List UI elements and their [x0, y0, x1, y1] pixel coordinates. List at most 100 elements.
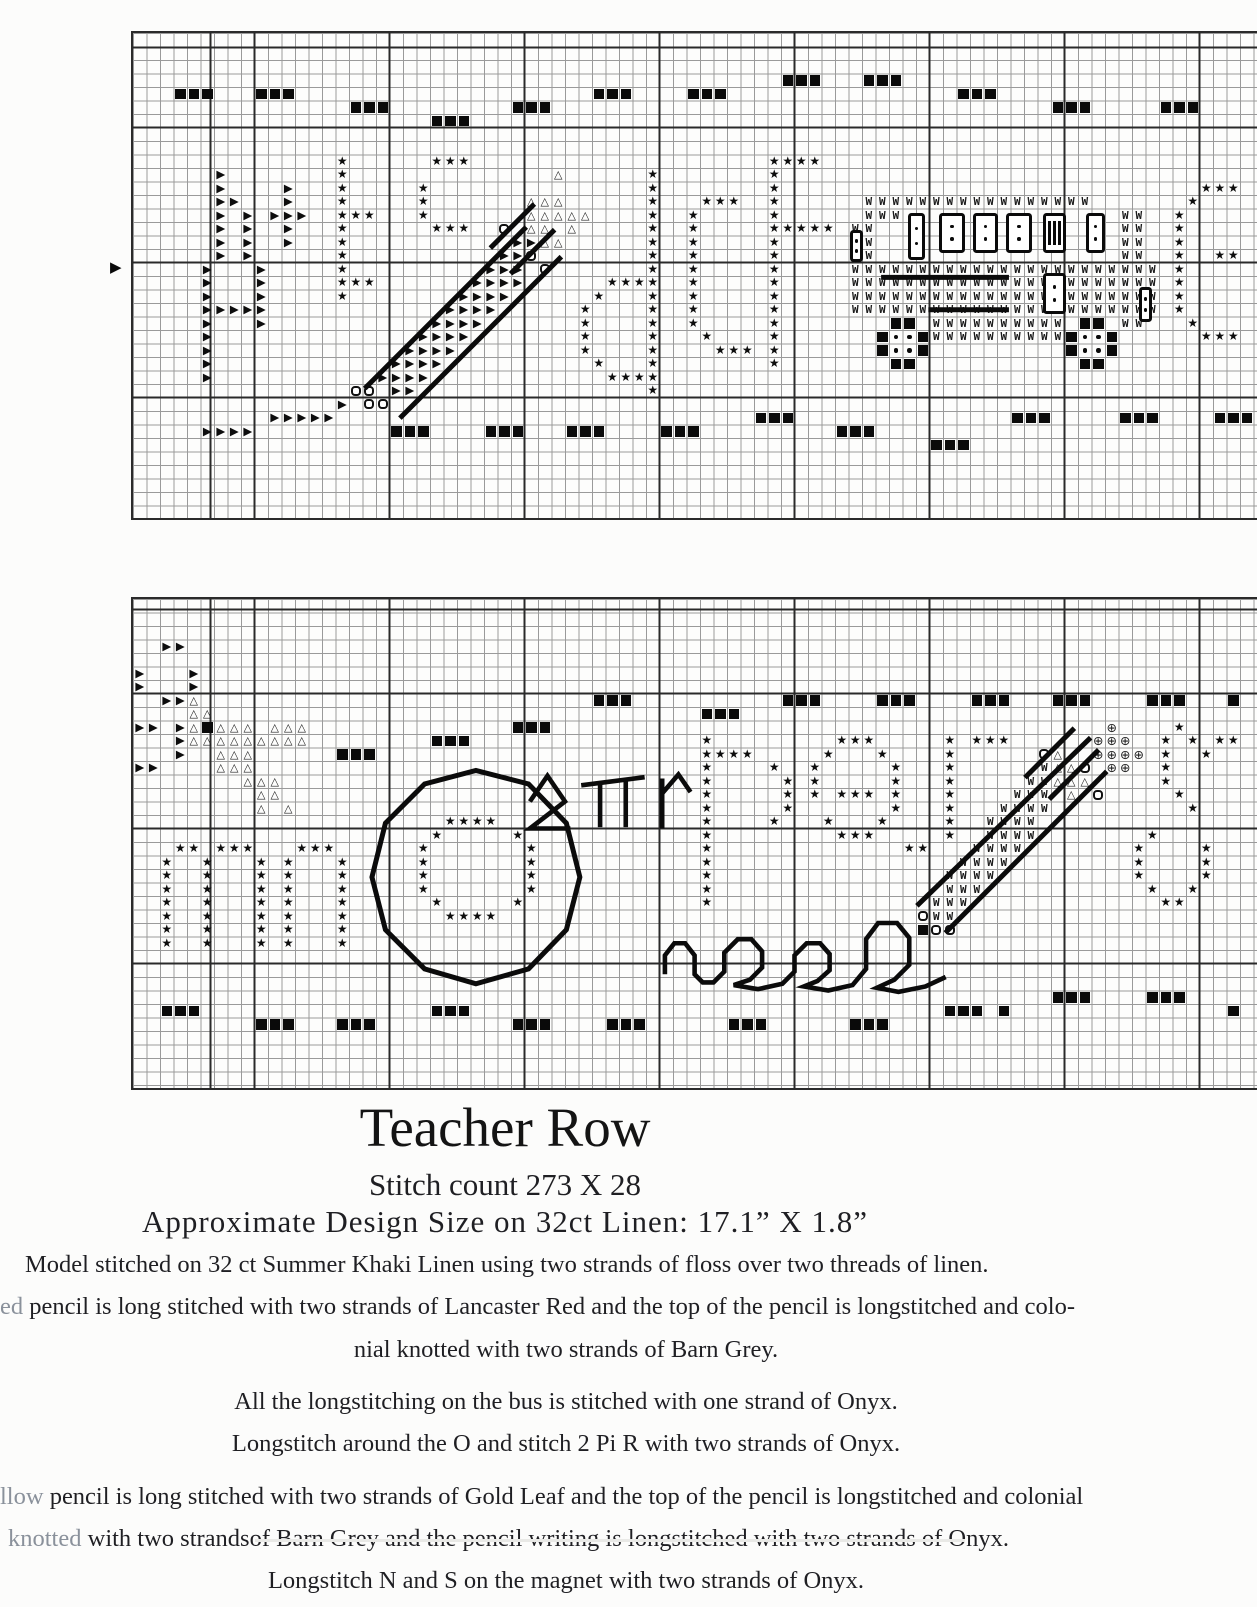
stitch-symbol-W: W: [1121, 289, 1129, 303]
stitch-symbol-tr: ▶: [324, 410, 334, 424]
stitch-symbol-W: W: [1000, 842, 1008, 855]
stitch-symbol-W: W: [959, 882, 967, 896]
stitch-symbol-st: ★: [282, 854, 294, 869]
stitch-symbol-sq: [187, 1004, 201, 1018]
stitch-symbol-sq: [444, 734, 458, 748]
stitch-symbol-tr: ▶: [270, 410, 280, 424]
stitch-symbol-wt: △: [257, 788, 266, 801]
stitch-symbol-tr: ▶: [499, 275, 509, 289]
stitch-symbol-tr: ▶: [432, 342, 442, 357]
stitch-symbol-wt: △: [1067, 774, 1076, 788]
stitch-symbol-sq: [1119, 411, 1133, 425]
stitch-symbol-st: ★: [336, 207, 348, 222]
stitch-symbol-W: W: [1000, 262, 1008, 276]
stitch-symbol-st: ★: [1160, 773, 1172, 788]
stitch-symbol-o: [916, 910, 930, 924]
stitch-symbol-sq: [282, 1018, 296, 1032]
stitch-symbol-st: ★: [282, 895, 294, 909]
bus-window-box: [907, 212, 926, 260]
stitch-symbol-W: W: [1121, 316, 1129, 330]
stitch-symbol-tr: ▶: [175, 638, 185, 653]
stitch-symbol-W: W: [1135, 262, 1143, 276]
stitch-symbol-W: W: [1027, 276, 1035, 289]
stitch-symbol-W: W: [1000, 330, 1008, 343]
stitch-symbol-st: ★: [363, 207, 375, 222]
stitch-symbol-W: W: [851, 289, 859, 303]
stitch-symbol-st: ★: [822, 814, 834, 828]
stitch-symbol-W: W: [1054, 262, 1062, 276]
stitch-symbol-W: W: [919, 289, 927, 303]
stitch-symbol-st: ★: [593, 288, 605, 303]
stitch-symbol-st: ★: [336, 261, 348, 276]
stitch-symbol-st: ★: [768, 207, 780, 222]
stitch-symbol-sq: [336, 1018, 350, 1032]
bus-window-box: [1042, 273, 1066, 314]
stitch-symbol-W: W: [865, 195, 873, 208]
stitch-symbol-W: W: [878, 195, 886, 208]
stitch-symbol-W: W: [865, 235, 873, 249]
stitch-symbol-st: ★: [1200, 329, 1212, 343]
stitch-symbol-W: W: [932, 316, 940, 330]
stitch-symbol-tr: ▶: [472, 302, 482, 316]
stitch-symbol-op: ⊕: [1106, 760, 1117, 775]
stitch-symbol-tr: ▶: [135, 665, 145, 680]
stitch-symbol-op: ⊕: [1120, 760, 1131, 775]
stitch-symbol-sq: [538, 101, 552, 115]
stitch-symbol-st: ★: [201, 895, 213, 909]
stitch-symbol-sq: [1146, 411, 1160, 425]
stitch-symbol-st: ★: [768, 275, 780, 289]
stitch-symbol-sq: [619, 694, 633, 708]
stitch-symbol-st: ★: [255, 935, 267, 950]
stitch-symbol-tr: ▶: [472, 288, 482, 303]
stitch-symbol-st: ★: [822, 221, 834, 235]
stitch-symbol-st: ★: [782, 153, 794, 168]
stitch-symbol-st: ★: [201, 922, 213, 936]
stitch-symbol-st: ★: [1200, 180, 1212, 195]
stitch-symbol-W: W: [905, 262, 913, 276]
instruction-line: knotted with two strandsof Barn Grey and…: [8, 1524, 1009, 1552]
stitch-symbol-st: ★: [228, 841, 240, 855]
stitch-symbol-st: ★: [201, 935, 213, 950]
stitch-symbol-W: W: [932, 262, 940, 276]
stitch-symbol-sq: [633, 1018, 647, 1032]
stitch-symbol-sq: [781, 694, 795, 708]
stitch-symbol-sq: [1078, 694, 1092, 708]
stitch-symbol-tr: ▶: [202, 288, 212, 303]
stitch-symbol-st: ★: [444, 908, 456, 923]
stitch-symbol-tr: ▶: [243, 302, 253, 316]
stitch-symbol-sq: [525, 101, 539, 115]
stitch-symbol-st: ★: [1173, 261, 1185, 276]
stitch-symbol-st: ★: [1214, 180, 1226, 195]
stitch-symbol-sq: [417, 425, 431, 439]
stitch-symbol-sq: [336, 748, 350, 762]
stitch-symbol-sq: [754, 1018, 768, 1032]
stitch-symbol-W: W: [1135, 235, 1143, 249]
stitch-symbol-wt: △: [270, 720, 279, 734]
stitch-symbol-W: W: [1027, 828, 1035, 842]
stitch-symbol-st: ★: [647, 369, 659, 384]
pattern-title: Teacher Row: [359, 1097, 651, 1158]
stitch-symbol-W: W: [1108, 303, 1116, 316]
stitch-symbol-st: ★: [647, 356, 659, 370]
stitch-symbol-W: W: [959, 330, 967, 343]
stitch-symbol-wt: △: [257, 801, 266, 815]
stitch-symbol-st: ★: [161, 895, 173, 909]
stitch-symbol-tr: ▶: [256, 288, 266, 303]
stitch-symbol-sq: [1159, 101, 1173, 115]
stitch-symbol-tr: ▶: [405, 356, 415, 370]
stitch-symbol-sq: [741, 1018, 755, 1032]
stitch-symbol-W: W: [1067, 289, 1075, 303]
stitch-symbol-st: ★: [782, 221, 794, 235]
stitch-symbol-W: W: [959, 276, 967, 289]
stitch-symbol-st: ★: [890, 773, 902, 788]
stitch-symbol-tr: ▶: [270, 207, 280, 222]
stitch-symbol-sq: [525, 1018, 539, 1032]
stitch-symbol-st: ★: [728, 194, 740, 208]
stitch-symbol-wt: △: [540, 195, 549, 208]
stitch-symbol-W: W: [1121, 303, 1129, 316]
stitch-symbol-st: ★: [350, 207, 362, 222]
stitch-symbol-sq: [862, 425, 876, 439]
stitch-symbol-st: ★: [687, 248, 699, 262]
stitch-symbol-W: W: [932, 276, 940, 289]
stitch-symbol-sq: [1146, 694, 1160, 708]
